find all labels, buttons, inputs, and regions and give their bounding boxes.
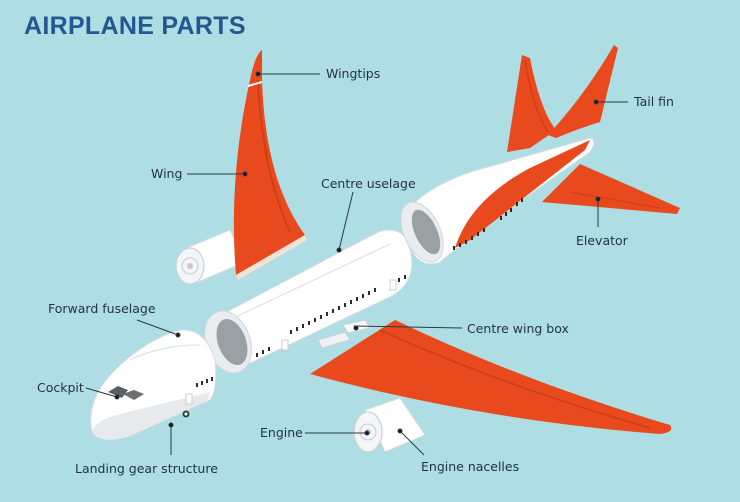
label-landing-gear: Landing gear structure <box>75 461 218 476</box>
rear-fuselage <box>400 137 595 265</box>
leader-lines <box>85 71 628 456</box>
label-elevator: Elevator <box>576 233 628 248</box>
lower-engine <box>353 397 426 453</box>
tail-fins <box>507 45 618 152</box>
label-engine: Engine <box>260 425 303 440</box>
elevator <box>542 164 680 214</box>
page-title: AIRPLANE PARTS <box>24 12 246 40</box>
label-tail-fin: Tail fin <box>634 94 674 109</box>
left-wing <box>233 50 307 280</box>
label-centre-wing-box: Centre wing box <box>467 321 569 336</box>
centre-fuselage <box>204 229 413 374</box>
label-centre-fuselage: Centre uselage <box>321 176 416 191</box>
right-wing <box>310 320 672 434</box>
label-engine-nacelles: Engine nacelles <box>421 459 520 474</box>
label-wing: Wing <box>151 166 183 181</box>
label-forward-fuselage: Forward fuselage <box>48 301 156 316</box>
forward-fuselage <box>90 329 217 441</box>
label-cockpit: Cockpit <box>37 380 84 395</box>
label-wingtips: Wingtips <box>326 66 381 81</box>
